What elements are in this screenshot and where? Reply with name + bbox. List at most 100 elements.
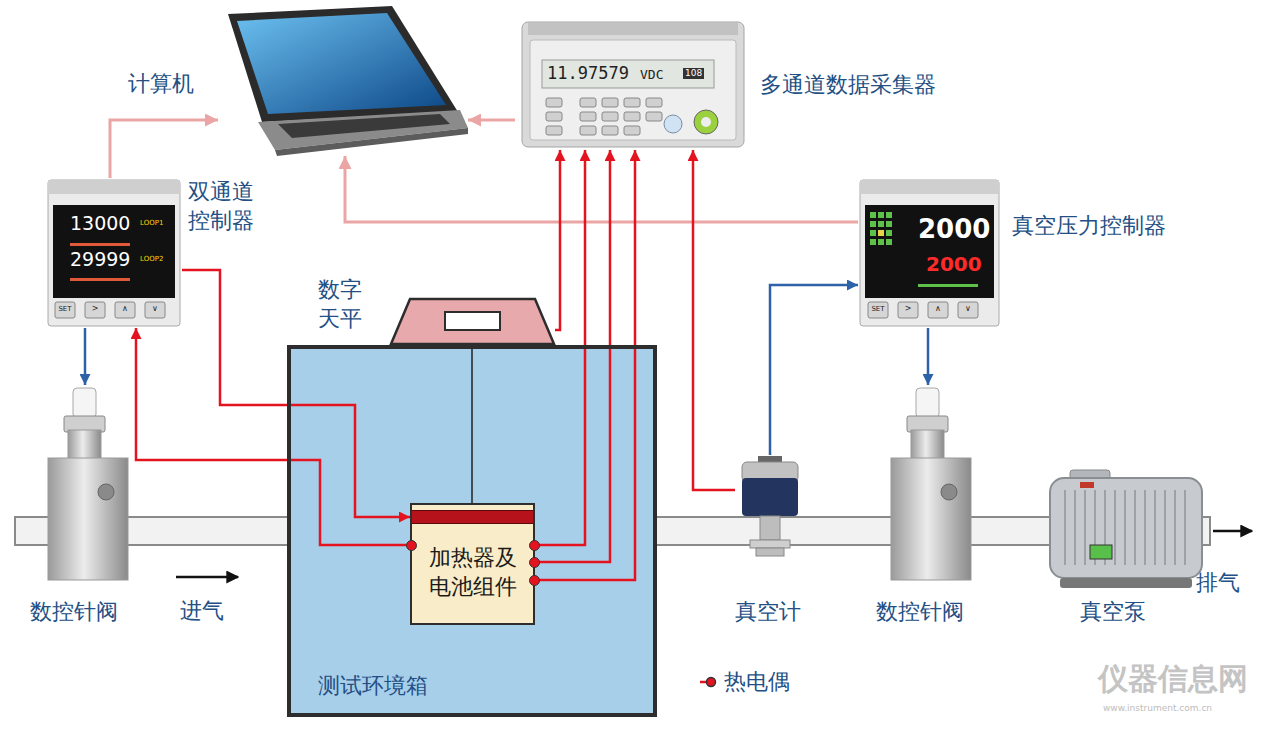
node-label: 数控针阀 xyxy=(30,598,118,627)
laptop-edge xyxy=(275,128,468,156)
daq-buttons xyxy=(546,126,562,135)
vacuum-gauge-picture xyxy=(742,456,798,556)
controller-bar xyxy=(918,284,978,287)
connector xyxy=(182,270,410,517)
legend-entry: 热电偶 xyxy=(700,668,790,697)
screen-tag: LOOP2 xyxy=(140,256,163,263)
controller-buttons xyxy=(928,302,948,318)
gauge-body xyxy=(742,478,798,516)
node-label: 计算机 xyxy=(128,70,194,99)
controller-buttons xyxy=(145,302,165,318)
controller-indicators xyxy=(878,239,884,245)
daq-buttons xyxy=(624,98,640,107)
daq-buttons xyxy=(646,112,662,121)
controller-indicators xyxy=(870,212,892,245)
daq-display xyxy=(542,60,714,88)
chamber-fill xyxy=(287,345,657,717)
balance-outline xyxy=(390,298,555,345)
controller-vent xyxy=(48,180,180,194)
button-label: ∨ xyxy=(152,305,158,313)
vacuum-pump: 真空泵 xyxy=(1045,468,1210,593)
connector xyxy=(770,285,858,455)
daq-buttons xyxy=(602,98,618,107)
controller-indicators xyxy=(878,230,884,236)
node-label: 加热器及 电池组件 xyxy=(429,544,517,601)
daq-buttons xyxy=(546,98,662,135)
button-label: SET xyxy=(58,306,71,313)
screen-tag: LOOP1 xyxy=(140,220,163,227)
watermark: www.instrument.com.cn xyxy=(1103,704,1212,713)
flow-label: 进气 xyxy=(180,600,224,622)
pump-body xyxy=(1050,478,1202,578)
button-label: SET xyxy=(871,306,884,313)
controller-buttons xyxy=(85,302,105,318)
daq-buttons xyxy=(602,112,618,121)
daq-button xyxy=(664,115,682,133)
button-label: ∨ xyxy=(965,305,971,313)
controller-indicators xyxy=(878,221,884,227)
flow-arrow xyxy=(1213,530,1252,533)
daq-knob xyxy=(694,110,718,134)
daq-buttons xyxy=(580,126,596,135)
needle-valve-picture xyxy=(891,388,971,580)
needle-valve: 数控针阀 xyxy=(888,385,975,585)
digital-balance: 数字 天平 xyxy=(390,298,555,345)
thermocouple-dot xyxy=(529,575,540,586)
connector xyxy=(468,119,515,122)
screen-value: 2000 xyxy=(926,254,982,274)
display-unit: VDC xyxy=(640,68,663,81)
balance-body xyxy=(391,299,554,344)
thermocouple-dot xyxy=(529,557,540,568)
controller-buttons xyxy=(898,302,918,318)
controller-buttons xyxy=(55,302,75,318)
needle-valve: 数控针阀 xyxy=(45,385,130,585)
controller-indicators xyxy=(886,230,892,236)
daq-buttons xyxy=(580,112,596,121)
controller-screen xyxy=(865,205,994,298)
controller-indicators xyxy=(886,239,892,245)
watermark: 仪器信息网 xyxy=(1098,664,1248,694)
controller-indicators xyxy=(870,221,876,227)
node-label: 真空泵 xyxy=(1080,598,1146,627)
button-label: ∧ xyxy=(122,305,128,313)
controller-bar xyxy=(70,278,130,281)
display-channel: 108 xyxy=(683,68,704,79)
pump-display xyxy=(1090,545,1112,559)
controller-indicators xyxy=(870,230,876,236)
legend-sample xyxy=(700,674,720,690)
needle-valve-picture xyxy=(48,388,128,580)
connector xyxy=(84,328,87,385)
legend-dot xyxy=(707,678,716,687)
controller-indicators xyxy=(878,212,884,218)
controller-buttons xyxy=(868,302,888,318)
flow-arrow xyxy=(176,576,238,579)
node-label: 数字 天平 xyxy=(318,276,362,333)
screen-value: 2000 xyxy=(918,216,990,242)
controller-body xyxy=(860,180,999,326)
laptop-lid xyxy=(228,6,458,122)
daq-body xyxy=(522,22,744,147)
connector xyxy=(535,150,635,580)
controller-buttons xyxy=(868,302,978,318)
gauge-neck xyxy=(760,516,780,540)
screen-value: 13000 xyxy=(70,214,130,233)
connector xyxy=(345,156,858,222)
thermocouple-dot xyxy=(406,540,417,551)
controller-indicators xyxy=(886,221,892,227)
node-label: 真空压力控制器 xyxy=(1012,212,1166,241)
flow-label: 排气 xyxy=(1196,572,1240,594)
daq-buttons xyxy=(602,126,618,135)
vacuum-controller-picture xyxy=(860,180,999,326)
connector xyxy=(471,345,473,503)
daq-buttons xyxy=(624,126,640,135)
daq-buttons xyxy=(624,112,640,121)
dual-controller-picture xyxy=(48,180,180,326)
button-label: > xyxy=(905,305,912,313)
laptop-screen xyxy=(237,13,446,114)
daq-buttons xyxy=(580,98,596,107)
display-reading: 11.97579 xyxy=(547,65,629,82)
controller-screen xyxy=(53,205,175,298)
thermocouple-dot xyxy=(529,540,540,551)
connector xyxy=(136,328,410,545)
